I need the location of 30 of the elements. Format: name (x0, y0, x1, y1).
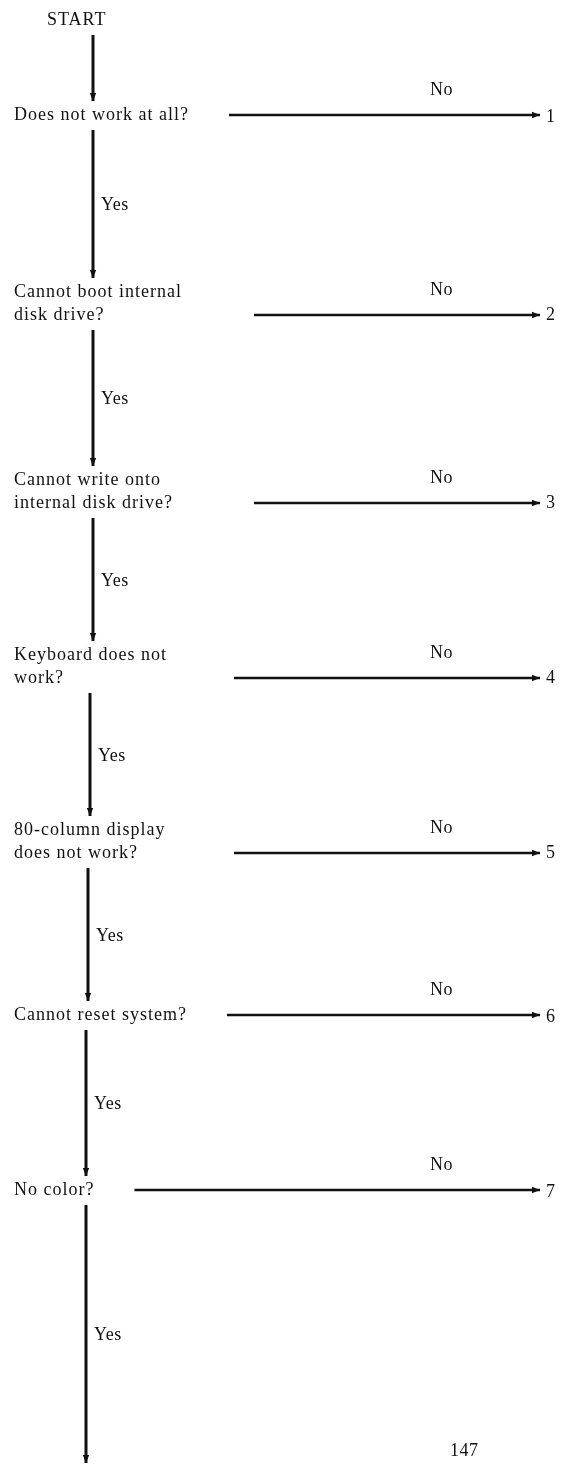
question-text: Keyboard does not work? (14, 644, 167, 687)
arrow (89, 330, 97, 466)
outcome-number: 6 (546, 1006, 556, 1026)
arrow (228, 111, 540, 119)
arrow (234, 849, 540, 857)
arrow (89, 130, 97, 278)
question-text: Does not work at all? (14, 104, 189, 124)
outcome-number: 3 (546, 492, 556, 512)
arrow (89, 35, 97, 101)
outcome-number: 5 (546, 842, 556, 862)
question-text: 80-column display does not work? (14, 819, 166, 862)
arrow (134, 1186, 540, 1194)
outcome-number: 7 (546, 1181, 556, 1201)
outcome-number: 2 (546, 304, 556, 324)
start-label: START (47, 9, 107, 29)
question-text: Cannot boot internal disk drive? (14, 281, 182, 324)
arrow (254, 499, 540, 507)
arrow (254, 311, 540, 319)
arrow (86, 693, 94, 816)
question-text: Cannot write onto internal disk drive? (14, 469, 173, 512)
arrow (89, 518, 97, 641)
arrow (84, 868, 92, 1001)
outcome-number: 4 (546, 667, 556, 687)
arrow (82, 1030, 90, 1176)
arrow (226, 1011, 540, 1019)
arrow (234, 674, 540, 682)
question-text: Cannot reset system? (14, 1004, 187, 1024)
question-text: No color? (14, 1179, 95, 1199)
outcome-number: 1 (546, 106, 556, 126)
arrow (82, 1205, 90, 1463)
